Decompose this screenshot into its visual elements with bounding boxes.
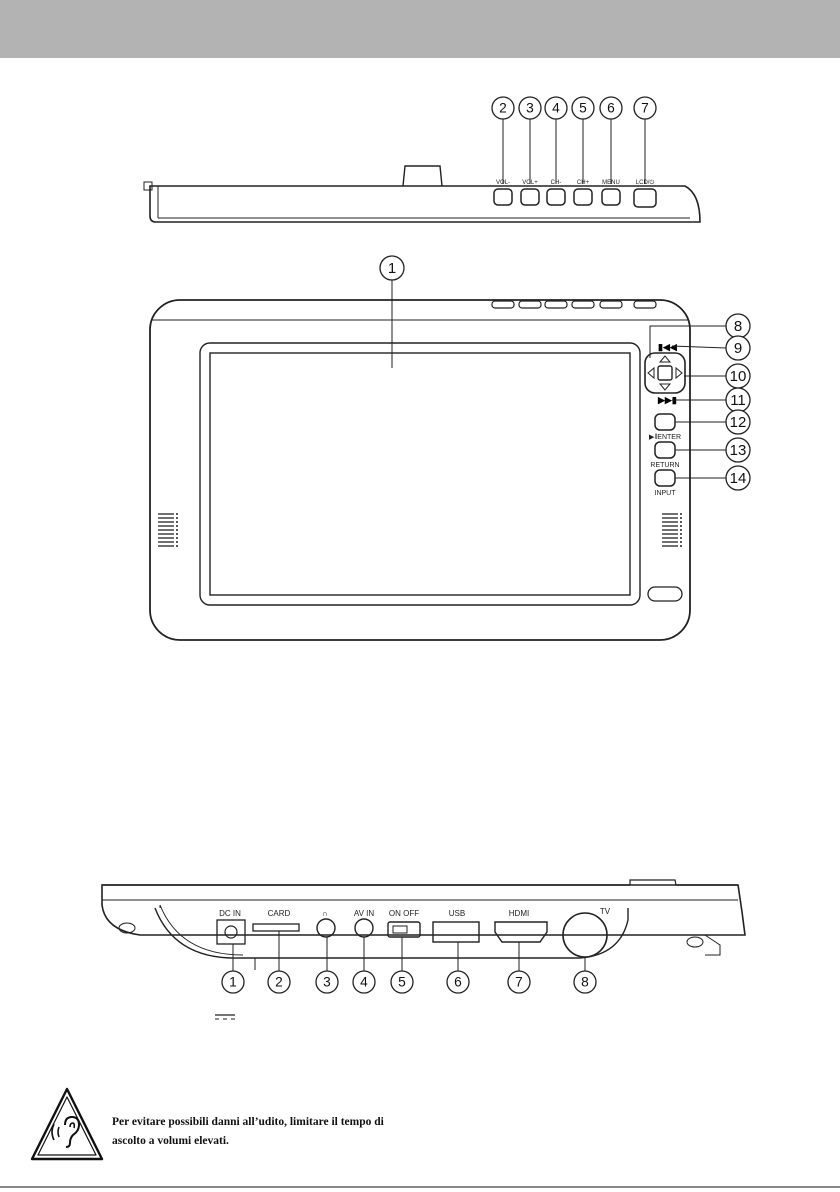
- front-callout-8: 8: [726, 314, 750, 338]
- front-callout-12: 12: [726, 410, 750, 434]
- svg-text:14: 14: [730, 470, 747, 487]
- svg-text:6: 6: [454, 975, 462, 990]
- svg-text:4: 4: [552, 101, 560, 116]
- front-callout-9: 9: [726, 336, 750, 360]
- svg-text:5: 5: [579, 101, 587, 116]
- dpad[interactable]: [645, 353, 685, 393]
- svg-text:8: 8: [581, 975, 589, 990]
- screen-callout-1: 1: [380, 256, 404, 280]
- svg-text:12: 12: [730, 414, 747, 431]
- svg-text:1: 1: [229, 975, 237, 990]
- svg-text:8: 8: [734, 318, 742, 335]
- svg-text:2: 2: [275, 975, 283, 990]
- side-callout-7: 7: [508, 971, 530, 993]
- side-callout-6: 6: [447, 971, 469, 993]
- top-callout-3: 3: [519, 97, 541, 119]
- front-button-label: INPUT: [655, 490, 677, 497]
- svg-text:3: 3: [323, 975, 331, 990]
- side-callout-5: 5: [391, 971, 413, 993]
- top-callout-2: 2: [492, 97, 514, 119]
- port-label: ON OFF: [389, 909, 419, 918]
- side-callout-2: 2: [268, 971, 290, 993]
- left-speaker-grille: [158, 513, 178, 547]
- svg-text:3: 3: [526, 101, 534, 116]
- svg-text:9: 9: [734, 340, 742, 357]
- front-button-13[interactable]: RETURN: [650, 442, 679, 469]
- header-bar: [0, 0, 840, 58]
- svg-text:7: 7: [641, 101, 649, 116]
- front-callout-10: 10: [726, 364, 750, 388]
- port-label: HDMI: [509, 909, 529, 918]
- svg-text:2: 2: [499, 101, 507, 116]
- port-label: TV: [600, 907, 611, 916]
- front-button-label: RETURN: [650, 462, 679, 469]
- hearing-warning-icon: [28, 1085, 106, 1165]
- side-view-figure: DC IN CARD ∩ AV IN ON OFF USB HDMI TV 1 2 3 4 5 6 7 8: [0, 860, 840, 1020]
- top-callout-7: 7: [634, 97, 656, 119]
- hearing-warning: Per evitare possibili danni all’udito, l…: [28, 1085, 408, 1175]
- top-callout-6: 6: [600, 97, 622, 119]
- side-callout-4: 4: [353, 971, 375, 993]
- front-top-button-2[interactable]: [492, 301, 514, 308]
- front-callout-11: 11: [726, 388, 750, 412]
- side-callout-8: 8: [574, 971, 596, 993]
- footer-rule: [0, 1186, 840, 1188]
- front-button-14[interactable]: INPUT: [655, 470, 677, 497]
- front-top-button-4[interactable]: [545, 301, 567, 308]
- svg-text:10: 10: [730, 368, 747, 385]
- front-top-button-3[interactable]: [519, 301, 541, 308]
- hearing-warning-text: Per evitare possibili danni all’udito, l…: [112, 1113, 402, 1151]
- side-callout-3: 3: [316, 971, 338, 993]
- front-top-button-7[interactable]: [634, 301, 656, 308]
- top-callout-4: 4: [545, 97, 567, 119]
- top-callout-5: 5: [572, 97, 594, 119]
- svg-text:4: 4: [360, 975, 368, 990]
- front-top-button-6[interactable]: [600, 301, 622, 308]
- port-label: ∩: [322, 909, 328, 918]
- front-callout-14: 14: [726, 466, 750, 490]
- port-label: USB: [449, 909, 465, 918]
- port-label: DC IN: [219, 909, 241, 918]
- svg-text:13: 13: [730, 442, 747, 459]
- right-speaker-grille: [662, 513, 682, 547]
- front-callout-13: 13: [726, 438, 750, 462]
- svg-text:▮◀◀: ▮◀◀: [658, 342, 678, 352]
- svg-text:6: 6: [607, 101, 615, 116]
- front-button-12[interactable]: ▶‖ENTER: [649, 414, 681, 441]
- svg-text:11: 11: [730, 392, 746, 409]
- front-top-button-5[interactable]: [572, 301, 594, 308]
- port-label: AV IN: [354, 909, 375, 918]
- svg-text:5: 5: [398, 975, 406, 990]
- svg-text:1: 1: [388, 260, 396, 277]
- front-button-label: ▶‖ENTER: [649, 434, 681, 441]
- port-label: CARD: [268, 909, 291, 918]
- side-callout-1: 1: [222, 971, 244, 993]
- svg-text:7: 7: [515, 975, 523, 990]
